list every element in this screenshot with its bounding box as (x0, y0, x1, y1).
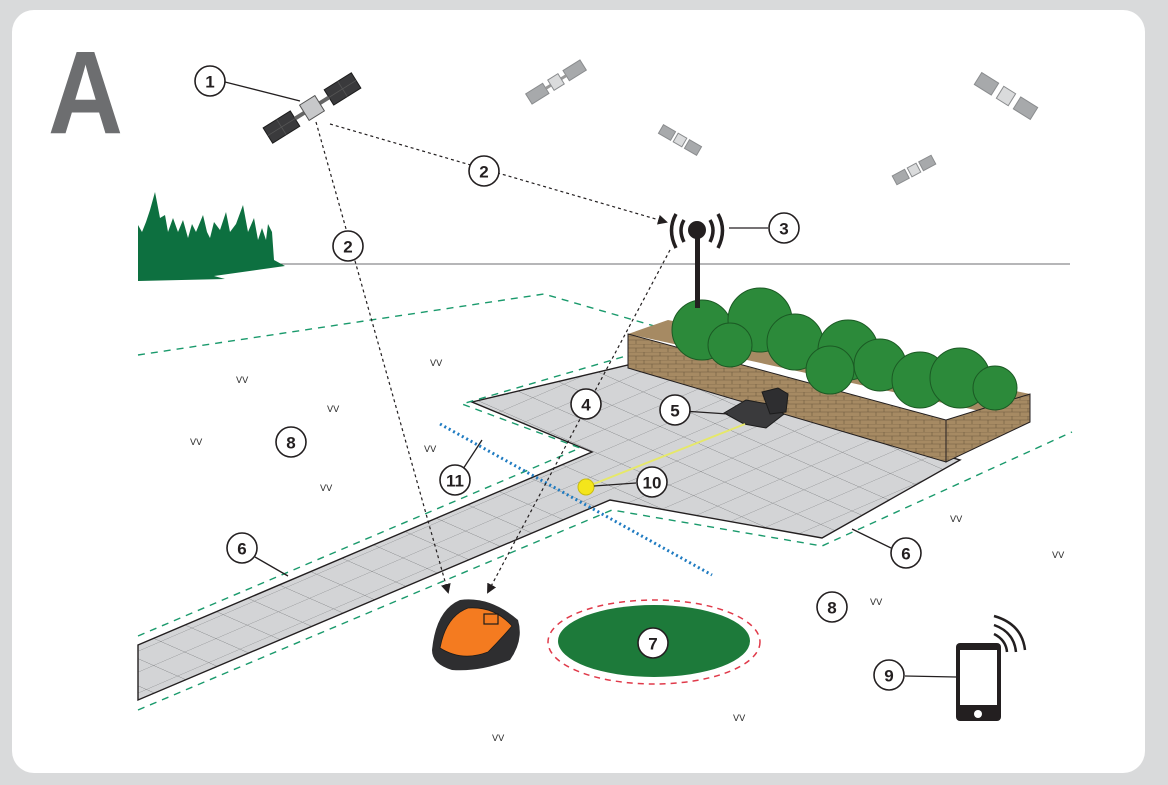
callout-2-lower: 2 (332, 230, 364, 262)
svg-text:ᐯᐯ: ᐯᐯ (1052, 550, 1065, 560)
svg-text:ᐯᐯ: ᐯᐯ (320, 483, 333, 493)
svg-text:9: 9 (884, 667, 893, 686)
diagram-canvas: ᐯᐯ ᐯᐯ ᐯᐯ ᐯᐯ ᐯᐯ ᐯᐯ ᐯᐯ ᐯᐯ ᐯᐯ ᐯᐯ ᐯᐯ 1 2 2 3… (137, 59, 1073, 743)
satellite-icon (891, 154, 937, 186)
satellite-signal-line (315, 121, 451, 594)
svg-text:5: 5 (670, 402, 679, 421)
satellite-icon (973, 71, 1039, 121)
svg-text:6: 6 (237, 540, 246, 559)
svg-text:4: 4 (581, 396, 591, 415)
bushes (671, 287, 1018, 411)
smartphone-wifi-icon (956, 614, 1027, 721)
satellite-icon (524, 59, 588, 105)
forest-icon (138, 192, 285, 281)
svg-text:2: 2 (479, 163, 488, 182)
svg-text:10: 10 (643, 474, 662, 493)
transport-path-line (439, 422, 713, 577)
svg-text:ᐯᐯ: ᐯᐯ (327, 404, 340, 414)
svg-text:7: 7 (648, 635, 657, 654)
svg-text:ᐯᐯ: ᐯᐯ (430, 358, 443, 368)
grass-tuft-icon: ᐯᐯ ᐯᐯ ᐯᐯ ᐯᐯ ᐯᐯ ᐯᐯ ᐯᐯ ᐯᐯ ᐯᐯ ᐯᐯ ᐯᐯ (190, 358, 1065, 743)
panel-letter: A (48, 27, 123, 159)
svg-text:8: 8 (286, 434, 295, 453)
svg-text:ᐯᐯ: ᐯᐯ (424, 444, 437, 454)
svg-text:6: 6 (901, 545, 910, 564)
illustration-card: A (12, 10, 1145, 773)
work-area-boundary (137, 431, 1073, 711)
svg-text:8: 8 (827, 599, 836, 618)
paved-path (137, 364, 962, 702)
svg-text:ᐯᐯ: ᐯᐯ (236, 375, 249, 385)
callout-8-right: 8 (816, 591, 848, 623)
robotic-mower-icon (432, 599, 520, 671)
callout-7: 7 (637, 627, 669, 659)
callout-11: 11 (439, 464, 471, 496)
svg-text:ᐯᐯ: ᐯᐯ (190, 437, 203, 447)
callout-6-right: 6 (890, 537, 922, 569)
callout-4: 4 (570, 388, 602, 420)
svg-text:11: 11 (446, 472, 464, 491)
raised-flower-bed (627, 287, 1031, 463)
work-area-boundary (137, 355, 627, 637)
callout-2-upper: 2 (468, 155, 500, 187)
callout-1: 1 (194, 65, 226, 97)
svg-text:ᐯᐯ: ᐯᐯ (492, 733, 505, 743)
svg-text:ᐯᐯ: ᐯᐯ (733, 713, 746, 723)
gnss-satellite-icon (262, 72, 362, 144)
svg-text:1: 1 (205, 73, 214, 92)
callout-8-left: 8 (275, 426, 307, 458)
callout-6-left: 6 (226, 532, 258, 564)
callout-10: 10 (636, 466, 668, 498)
svg-text:ᐯᐯ: ᐯᐯ (950, 514, 963, 524)
callout-3: 3 (768, 212, 800, 244)
rtk-antenna-icon (669, 213, 725, 308)
svg-text:3: 3 (779, 220, 788, 239)
guide-point-marker (577, 478, 595, 496)
work-area-boundary (137, 293, 669, 356)
callout-9: 9 (873, 659, 905, 691)
svg-text:ᐯᐯ: ᐯᐯ (870, 597, 883, 607)
callout-5: 5 (659, 394, 691, 426)
satellite-icon (657, 123, 703, 157)
svg-text:2: 2 (343, 238, 352, 257)
correction-signal-line (487, 249, 671, 594)
guide-line (585, 423, 746, 488)
